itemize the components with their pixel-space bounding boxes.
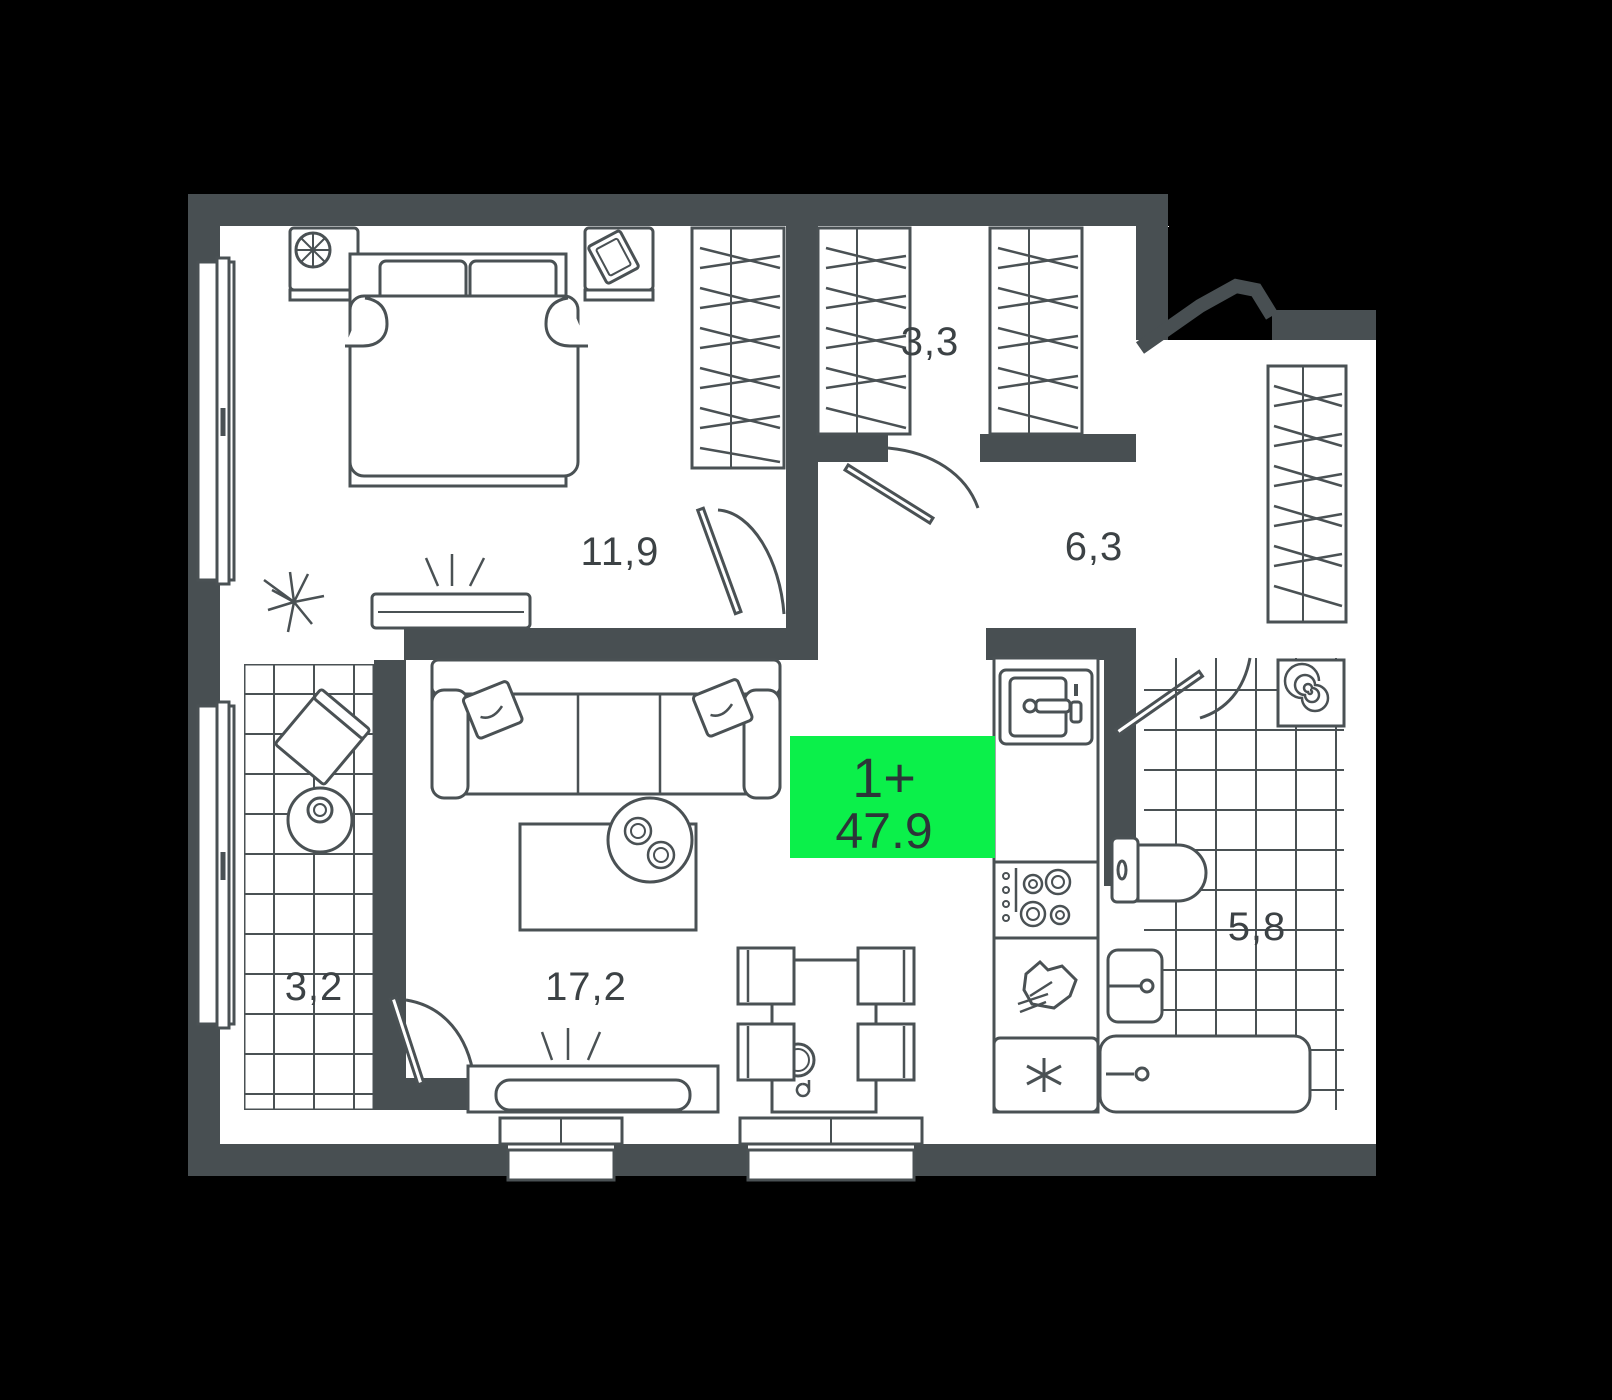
door-wardrobe-niche [842,446,980,526]
area-label-bedroom: 11,9 [581,530,660,574]
area-summary-badge[interactable]: 1+ 47.9 [790,736,995,859]
dining-chairs [736,946,916,1082]
bedroom-furniture [263,226,655,633]
wardrobe-hall-right [988,226,1084,436]
sofa [430,658,782,800]
wardrobe-entry [1266,364,1348,624]
area-label-living: 17,2 [545,965,627,1009]
toilet [1110,836,1208,904]
wardrobe-bedroom [690,226,786,470]
washbasin [1106,948,1164,1024]
cooktop [992,860,1100,940]
window-left-upper [196,256,236,586]
window-bottom-left [498,1116,624,1182]
area-label-bathroom: 5,8 [1228,905,1287,949]
radiator-living [466,1028,720,1114]
door-bedroom [695,506,786,616]
entrance-door [1135,278,1278,354]
radiator-bedroom [370,554,532,630]
kitchen-sink [998,668,1094,746]
area-label-balcony: 3,2 [285,965,344,1009]
door-bathroom [1113,657,1252,737]
window-bottom-right [738,1116,924,1182]
balcony-chair [274,688,371,786]
badge-rooms-label: 1+ [852,746,916,809]
kettle [1017,959,1078,1014]
refrigerator [992,1036,1100,1114]
wardrobe-hall-left [816,226,912,436]
towel-spiral [1276,658,1346,728]
window-left-lower [196,700,236,1030]
badge-total-area: 47.9 [835,803,932,859]
balcony-table [286,786,354,854]
potted-plant [263,571,325,633]
coffee-table [606,796,694,884]
bathtub [1098,1034,1312,1114]
area-label-wardrobe: 3,3 [901,320,960,364]
area-label-hall: 6,3 [1065,525,1124,569]
